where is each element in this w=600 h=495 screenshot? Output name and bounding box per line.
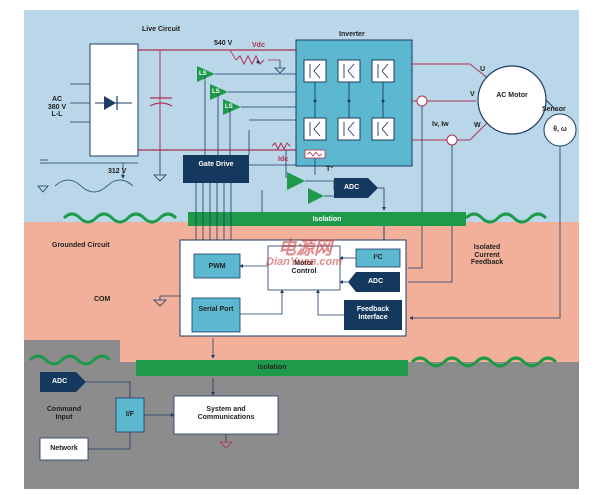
command-input-label: Command Input — [46, 406, 82, 421]
ground-symbol-left — [37, 185, 49, 193]
shunt-resistor — [271, 141, 291, 151]
ls-buffer-1 — [197, 66, 215, 82]
phase-currents-label: Iv, Iw — [432, 121, 449, 128]
com-label: COM — [94, 296, 111, 303]
live-circuit-label: Live Circuit — [142, 26, 181, 33]
interface-block — [115, 397, 145, 433]
serial-port-label: Serial Port — [198, 306, 234, 313]
opamp-1 — [287, 172, 305, 190]
watermark-url: DianYuan.com — [266, 256, 342, 268]
pwm-label: PWM — [208, 263, 226, 270]
opamp-2 — [308, 188, 324, 204]
system-comms-label: System and Communications — [197, 406, 255, 421]
inverter-label: Inverter — [339, 31, 365, 38]
vdc-label: Vdc — [252, 42, 265, 49]
isolation-bottom-label: Isolation — [257, 364, 287, 371]
low-voltage-label: 312 V — [108, 168, 127, 175]
command-ground-symbol — [219, 441, 233, 449]
adc-top-label: ADC — [344, 184, 360, 191]
adc-command-block — [40, 372, 86, 392]
isolation-top-label: Isolation — [312, 216, 342, 223]
current-sensor-v — [416, 95, 428, 107]
igbt-array — [303, 59, 395, 141]
ac-motor — [477, 65, 547, 135]
sensor-value-label: θ, ω — [553, 126, 567, 133]
phase-v-label: V — [470, 91, 475, 98]
com-ground-symbol — [153, 299, 167, 307]
feedback-interface-label: Feedback Interface — [356, 306, 390, 321]
current-sensor-w — [446, 134, 458, 146]
ripple-waveform — [54, 179, 134, 193]
isolation-top-bar — [188, 212, 466, 226]
isolation-wave-bottom-left — [28, 354, 112, 366]
gate-drive-block — [183, 155, 249, 183]
adc-grounded-block — [348, 272, 400, 292]
adc-grounded-label: ADC — [368, 278, 384, 285]
dc-bus-voltage-label: 540 V — [214, 40, 233, 47]
adc-command-label: ADC — [52, 378, 68, 385]
motor-control-block — [267, 245, 341, 291]
phase-w-label: W — [474, 122, 481, 129]
grounded-circuit-label: Grounded Circuit — [52, 242, 110, 249]
isolation-bottom-bar — [136, 360, 408, 376]
ac-source-label: AC 380 V L-L — [47, 96, 67, 119]
isolation-wave-bottom-right — [410, 356, 558, 368]
phase-u-label: U — [480, 66, 486, 73]
network-label: Network — [50, 445, 78, 452]
interface-label: I/F — [125, 411, 135, 418]
ls-label-1: LS — [199, 71, 207, 77]
ac-motor-label: AC Motor — [496, 92, 528, 99]
inverter-block — [295, 39, 413, 167]
serial-port-block — [191, 297, 241, 333]
ls-buffer-3 — [223, 99, 241, 115]
ls-label-2: LS — [212, 89, 220, 95]
feedback-interface-block — [344, 300, 402, 330]
ls-buffer-2 — [210, 84, 228, 100]
ls-label-3: LS — [225, 104, 233, 110]
motor-control-label: Motor Control — [291, 260, 317, 275]
command-zone — [24, 340, 579, 489]
gate-drive-label: Gate Drive — [198, 161, 234, 168]
shunt-current-label: Idc — [278, 156, 289, 163]
rectifier-block — [89, 43, 139, 157]
isolated-feedback-label: Isolated Current Feedback — [470, 244, 504, 267]
isolation-wave-right — [464, 212, 548, 224]
i2c-label: I²C — [373, 254, 383, 261]
isolation-wave-left — [62, 212, 178, 224]
grounded-zone-step — [120, 340, 579, 362]
sensor-label: Sensor — [542, 106, 566, 113]
ground-symbol-bus — [153, 174, 167, 182]
temperature-label: T° — [326, 166, 334, 173]
watermark-cn: 电源网 — [278, 238, 332, 258]
adc-top-block — [334, 178, 378, 198]
